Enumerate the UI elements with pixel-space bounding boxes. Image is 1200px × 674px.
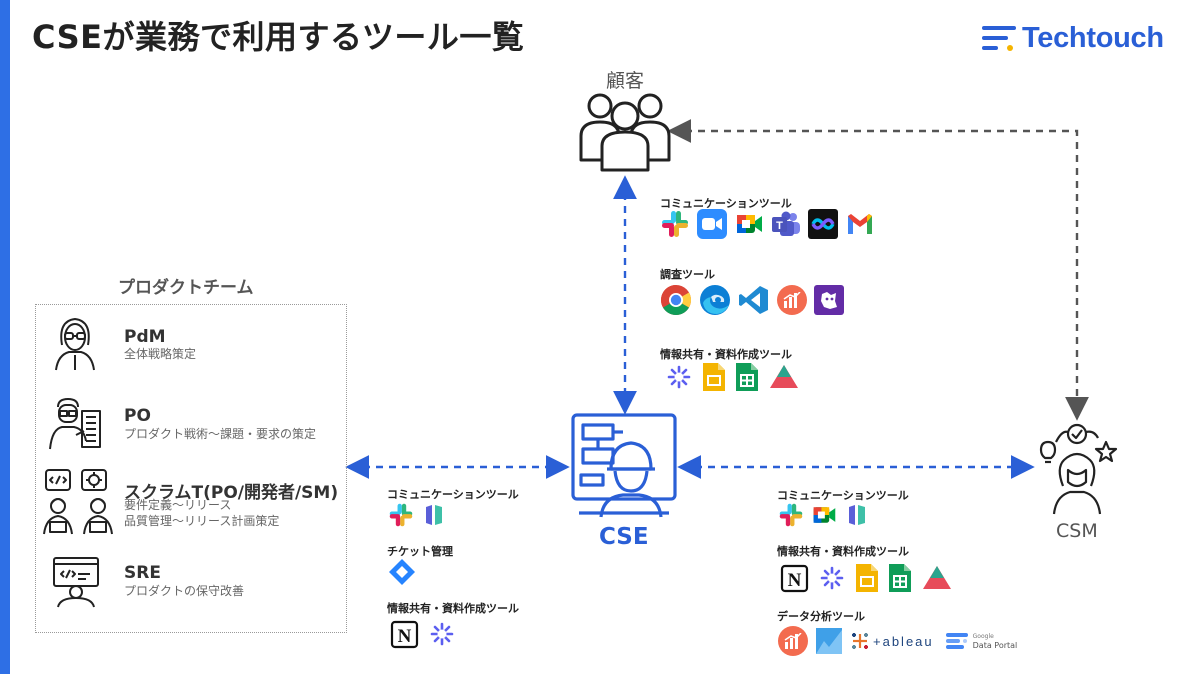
notion-icon: N xyxy=(780,564,809,593)
datadog-icon xyxy=(814,285,844,315)
data-portal-google-text: Google xyxy=(972,633,994,640)
role-name-sre: SRE xyxy=(124,563,161,583)
cse-engineer-icon xyxy=(571,413,677,518)
team-title: プロダクトチーム xyxy=(118,278,254,298)
developers-team-icon xyxy=(43,469,113,535)
customer-research-label: 調査ツール xyxy=(660,268,715,281)
linear-icon xyxy=(849,505,865,525)
svg-text:N: N xyxy=(398,626,412,647)
customer-communication-label: コミュニケーションツール xyxy=(660,197,792,210)
csm-label: CSM xyxy=(1056,520,1098,542)
customer-research-apps xyxy=(660,284,844,316)
role-desc-sre: プロダクトの保守改善 xyxy=(124,584,245,598)
tableau-logo: +ableau xyxy=(850,631,934,651)
page-title: CSEが業務で利用するツール一覧 xyxy=(32,18,525,56)
google-sheets-icon xyxy=(736,363,758,391)
metabase-icon xyxy=(816,628,842,654)
google-data-portal-icon xyxy=(945,633,968,649)
team-ticket-apps xyxy=(388,558,416,586)
arrow-customer-csm xyxy=(667,119,1089,421)
gmail-icon xyxy=(848,214,872,234)
customer-sharing-label: 情報共有・資料作成ツール xyxy=(660,348,792,361)
customer-label: 顧客 xyxy=(606,70,645,92)
edge-icon xyxy=(700,285,730,315)
slack-icon xyxy=(662,211,688,237)
svg-text:N: N xyxy=(788,570,802,591)
slack-icon xyxy=(779,503,803,527)
role-desc-pdm: 全体戦略策定 xyxy=(124,347,197,361)
google-slides-icon xyxy=(856,564,878,592)
jira-icon xyxy=(389,559,415,585)
google-slides-icon xyxy=(703,363,725,391)
role-desc-scrum-1: 要件定義〜リリース xyxy=(124,498,232,512)
man-whiteboard-icon xyxy=(49,398,101,450)
engineer-computer-icon xyxy=(53,557,99,608)
team-sharing-label: 情報共有・資料作成ツール xyxy=(387,602,519,615)
role-desc-scrum-2: 品質管理〜リリース計画策定 xyxy=(124,514,280,528)
svg-text:T: T xyxy=(776,220,783,232)
zoom-icon xyxy=(697,209,727,239)
microsoft-teams-icon: T xyxy=(772,211,800,236)
csm-communication-label: コミュニケーションツール xyxy=(777,489,909,502)
techtouch-logo: Techtouch xyxy=(982,22,1164,54)
linear-icon xyxy=(426,505,442,525)
chrome-icon xyxy=(660,285,692,316)
mixpanel-icon xyxy=(778,626,808,656)
csm-analysis-label: データ分析ツール xyxy=(777,610,865,623)
customer-group-icon xyxy=(579,93,671,172)
role-name-scrum: スクラムT(PO/開発者/SM) xyxy=(124,483,339,503)
confluence-icon xyxy=(665,363,693,391)
team-sharing-apps: N xyxy=(390,619,457,649)
slack-icon xyxy=(389,503,413,527)
webex-icon xyxy=(808,209,838,239)
logo-text: Techtouch xyxy=(1022,21,1164,54)
customer-communication-apps: T xyxy=(660,209,875,239)
role-desc-po: プロダクト戦術〜課題・要求の策定 xyxy=(124,427,317,441)
data-portal-name-text: Data Portal xyxy=(972,641,1018,650)
vscode-icon xyxy=(739,286,768,314)
team-communication-apps xyxy=(388,502,447,528)
accent-bar xyxy=(0,0,10,674)
team-box xyxy=(35,304,347,633)
csm-sharing-apps: N xyxy=(780,562,954,594)
google-sheets-icon xyxy=(889,564,911,592)
role-name-pdm: PdM xyxy=(124,327,166,347)
team-ticket-label: チケット管理 xyxy=(387,545,453,558)
techtouch-logo-icon xyxy=(982,26,1016,51)
google-meet-icon xyxy=(737,215,762,233)
woman-glasses-icon xyxy=(55,318,95,371)
team-communication-label: コミュニケーションツール xyxy=(387,488,519,501)
csm-sharing-label: 情報共有・資料作成ツール xyxy=(777,545,909,558)
tableau-icon xyxy=(852,633,868,649)
tableau-text: +ableau xyxy=(873,633,934,649)
confluence-icon xyxy=(818,564,846,592)
mixpanel-icon xyxy=(777,285,807,315)
docbase-icon xyxy=(770,365,798,388)
notion-icon: N xyxy=(390,620,419,649)
csm-person-icon xyxy=(1039,423,1118,515)
google-data-portal-logo: Google Data Portal xyxy=(945,632,1018,650)
customer-sharing-apps xyxy=(664,361,801,393)
csm-analysis-apps: +ableau Google Data Portal xyxy=(778,626,1017,656)
csm-communication-apps xyxy=(778,502,870,528)
confluence-icon xyxy=(428,620,456,648)
role-name-po: PO xyxy=(124,406,151,426)
cse-label: CSE xyxy=(599,524,649,550)
google-meet-icon xyxy=(813,507,836,523)
docbase-icon xyxy=(923,566,951,589)
